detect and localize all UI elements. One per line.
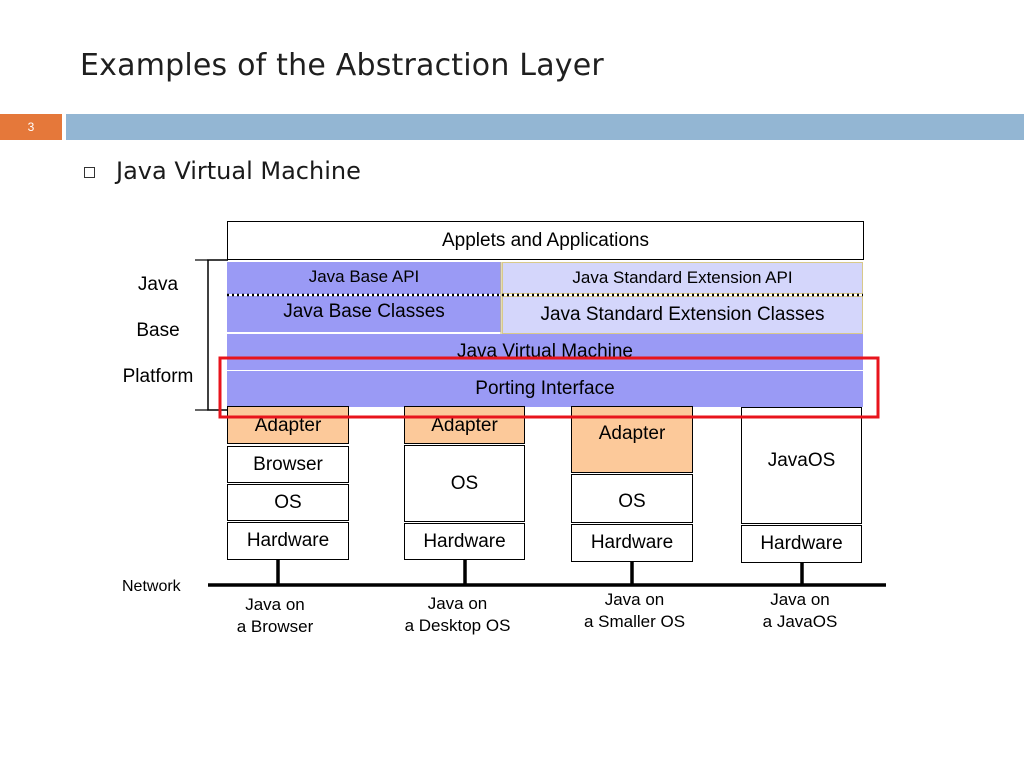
col2-hardware-label: Hardware (423, 530, 506, 552)
applications-layer: Applets and Applications (227, 221, 864, 260)
platform-bracket (207, 259, 228, 411)
col2-adapter: Adapter (404, 406, 525, 444)
col3-caption: Java on a Smaller OS (562, 589, 707, 633)
slide-number: 3 (0, 114, 62, 140)
col4-javaos: JavaOS (741, 407, 862, 524)
col2-caption-line-2: a Desktop OS (404, 616, 511, 635)
ext-classes-label: Java Standard Extension Classes (540, 304, 825, 325)
platform-label-line-2: Base (136, 320, 180, 341)
col3-caption-line-2: a Smaller OS (583, 612, 686, 631)
col1-adapter-label: Adapter (254, 415, 322, 436)
col1-browser-label: Browser (253, 453, 323, 475)
ext-api-label: Java Standard Extension API (572, 268, 793, 287)
col2-os-label: OS (450, 472, 479, 494)
col1-caption-line-2: a Browser (236, 617, 314, 636)
network-label: Network (122, 578, 181, 595)
col4-hardware: Hardware (741, 525, 862, 563)
ext-api-layer: Java Standard Extension API (502, 262, 863, 294)
base-api-layer: Java Base API (227, 262, 501, 294)
applications-label: Applets and Applications (441, 229, 650, 251)
col2-adapter-label: Adapter (431, 415, 498, 436)
col2-caption-line-1: Java on (427, 594, 488, 613)
col1-adapter: Adapter (227, 406, 349, 444)
col4-caption-line-2: a JavaOS (762, 612, 838, 631)
porting-interface-label: Porting Interface (475, 378, 615, 399)
col1-hardware: Hardware (227, 522, 349, 560)
ext-classes-layer: Java Standard Extension Classes (502, 296, 863, 334)
col4-javaos-label: JavaOS (767, 449, 836, 471)
col3-adapter-label: Adapter (598, 423, 666, 444)
col2-caption: Java on a Desktop OS (385, 593, 530, 637)
col1-os: OS (227, 484, 349, 521)
col1-browser: Browser (227, 446, 349, 483)
col4-caption: Java on a JavaOS (730, 589, 870, 633)
header-band (66, 114, 1024, 140)
base-classes-label: Java Base Classes (283, 301, 445, 322)
col1-caption-line-1: Java on (245, 595, 305, 614)
slide-title: Examples of the Abstraction Layer (80, 48, 604, 83)
bullet-square-icon (84, 167, 95, 178)
col1-os-label: OS (274, 491, 302, 513)
platform-label-line-1: Java (137, 274, 179, 295)
col2-hardware: Hardware (404, 523, 525, 560)
col3-os-label: OS (618, 491, 646, 512)
bullet-text: Java Virtual Machine (116, 157, 361, 185)
col1-caption: Java on a Browser (205, 594, 345, 638)
base-classes-layer: Java Base Classes (227, 296, 501, 332)
col3-hardware: Hardware (571, 524, 693, 562)
col3-caption-line-1: Java on (604, 590, 665, 609)
col4-hardware-label: Hardware (760, 533, 843, 554)
base-api-label: Java Base API (308, 267, 420, 286)
col3-os: OS (571, 474, 693, 523)
col1-hardware-label: Hardware (246, 530, 330, 551)
col3-hardware-label: Hardware (590, 532, 674, 553)
platform-label-line-3: Platform (122, 366, 194, 387)
col2-os: OS (404, 445, 525, 522)
col4-caption-line-1: Java on (770, 590, 830, 609)
porting-highlight-box (218, 356, 880, 419)
porting-interface-layer: Porting Interface (227, 371, 863, 407)
